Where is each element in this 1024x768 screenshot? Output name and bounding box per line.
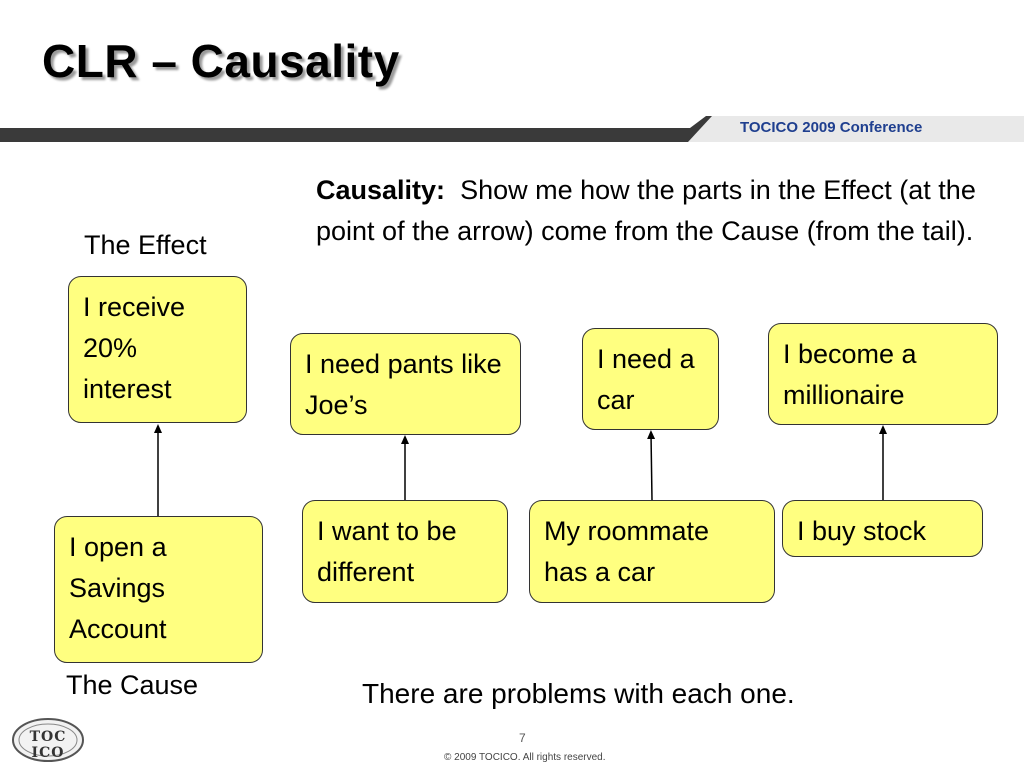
effect-box: I become a millionaire: [768, 323, 998, 425]
cause-label: The Cause: [66, 670, 199, 700]
cause-box: My roommate has a car: [529, 500, 775, 603]
copyright-notice: © 2009 TOCICO. All rights reserved.: [444, 752, 606, 763]
cause-box: I open a Savings Account: [54, 516, 263, 663]
summary-note: There are problems with each one.: [362, 678, 795, 709]
effect-box: I need a car: [582, 328, 719, 430]
logo-text: TOC ICO: [29, 729, 67, 761]
causality-definition: Causality: Show me how the parts in the …: [316, 170, 996, 252]
effect-box: I receive 20% interest: [68, 276, 247, 423]
arrow-3: [647, 430, 656, 501]
cause-box: I buy stock: [782, 500, 983, 557]
conference-banner: [0, 116, 1024, 142]
effect-box: I need pants like Joe’s: [290, 333, 521, 435]
conference-label: TOCICO 2009 Conference: [740, 119, 923, 136]
slide-title: CLR – Causality: [42, 35, 400, 87]
effect-label: The Effect: [84, 230, 207, 260]
cause-box: I want to be different: [302, 500, 508, 603]
definition-text: Show me how the parts in the Effect (at …: [316, 175, 976, 246]
page-number: 7: [519, 731, 526, 745]
definition-term: Causality:: [316, 175, 446, 205]
tocico-logo-icon: [12, 718, 84, 762]
